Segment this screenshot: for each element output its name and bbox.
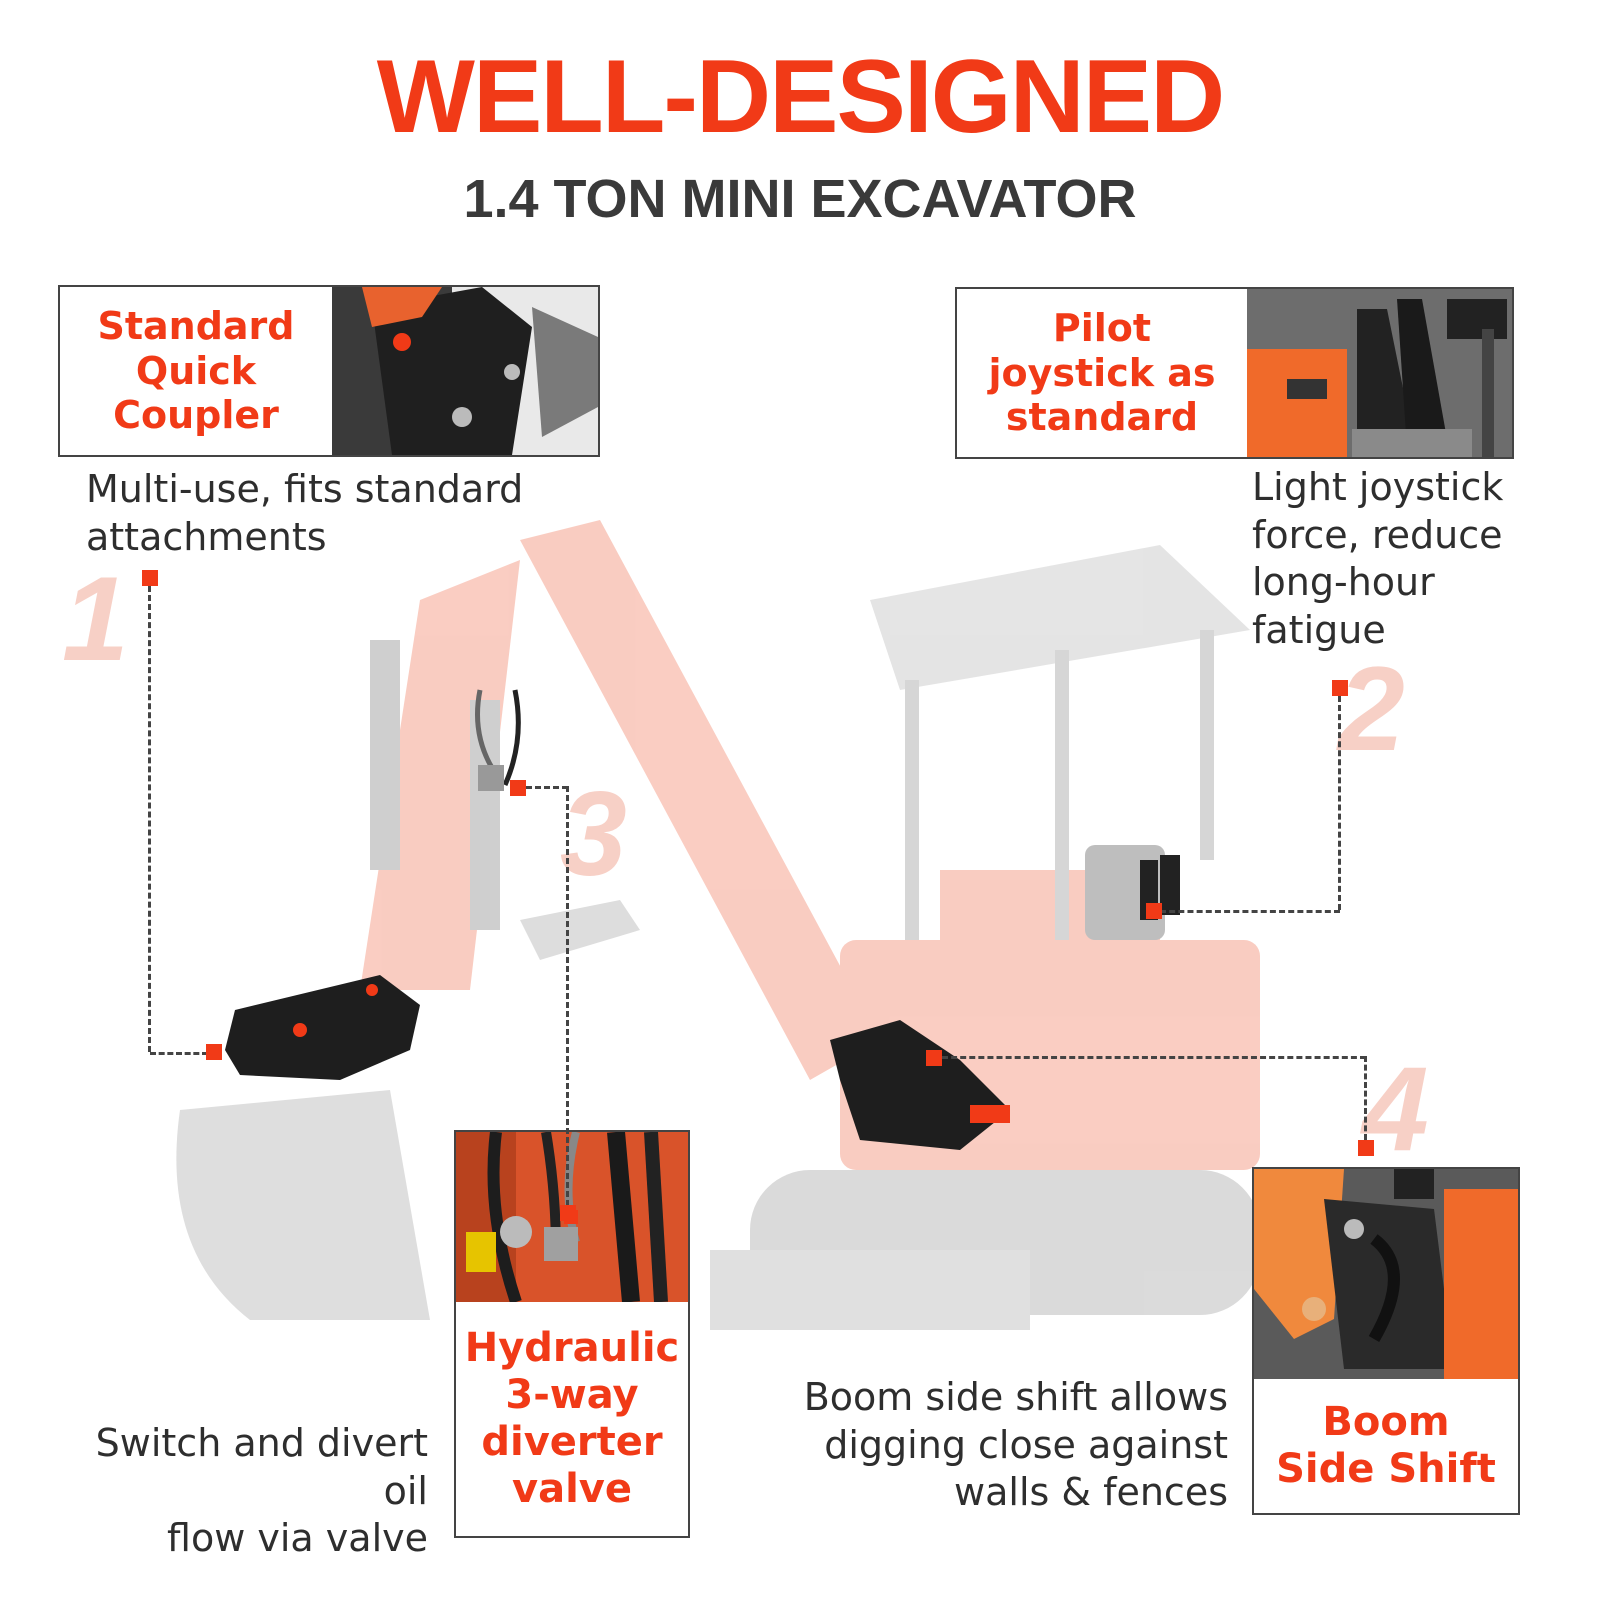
leader-line-4-vertical: [1364, 1056, 1367, 1140]
marker-1-coupler: [206, 1044, 222, 1060]
description-quick-coupler: Multi-use, fits standard attachments: [86, 467, 524, 559]
marker-4-bracket: [926, 1050, 942, 1066]
marker-3-photo: [560, 1205, 576, 1221]
callout-label-diverter-valve: Hydraulic 3-way diverter valve: [464, 1324, 680, 1513]
feature-number-4: 4: [1362, 1042, 1429, 1176]
callout-quick-coupler: Standard Quick Coupler: [58, 285, 600, 457]
page-subtitle: 1.4 TON MINI EXCAVATOR: [463, 169, 1137, 229]
feature-number-3: 3: [560, 767, 627, 901]
page-title: WELL-DESIGNED: [376, 39, 1225, 155]
marker-3-valve: [510, 780, 526, 796]
joystick-photo: [1247, 289, 1512, 457]
description-diverter-valve: Switch and divert oil flow via valve: [95, 1421, 428, 1560]
callout-diverter-valve: Hydraulic 3-way diverter valve: [454, 1130, 690, 1538]
marker-2-joystick: [1146, 903, 1162, 919]
marker-4-photo: [1358, 1140, 1374, 1156]
leader-line-3-horizontal: [526, 786, 568, 789]
description-pilot-joystick: Light joystick force, reduce long-hour f…: [1252, 465, 1504, 652]
callout-label-boom-side-shift: Boom Side Shift: [1276, 1398, 1496, 1492]
quick-coupler-photo: [332, 287, 598, 455]
callout-label-pilot-joystick: Pilot joystick as standard: [988, 305, 1216, 440]
marker-1-top: [142, 570, 158, 586]
callout-pilot-joystick: Pilot joystick as standard: [955, 287, 1514, 459]
leader-line-3-vertical: [566, 786, 569, 1206]
callout-boom-side-shift: Boom Side Shift: [1252, 1167, 1520, 1515]
feature-number-1: 1: [62, 552, 129, 686]
leader-line-1-vertical: [148, 586, 151, 1052]
boom-side-shift-photo: [1254, 1169, 1518, 1379]
leader-line-2-vertical: [1338, 696, 1341, 910]
leader-line-2-horizontal: [1160, 910, 1340, 913]
leader-line-1-horizontal: [150, 1052, 208, 1055]
feature-number-2: 2: [1338, 642, 1405, 776]
leader-line-4-horizontal: [942, 1056, 1366, 1059]
callout-label-quick-coupler: Standard Quick Coupler: [97, 303, 295, 438]
marker-2-top: [1332, 680, 1348, 696]
description-boom-side-shift: Boom side shift allows digging close aga…: [803, 1375, 1228, 1514]
